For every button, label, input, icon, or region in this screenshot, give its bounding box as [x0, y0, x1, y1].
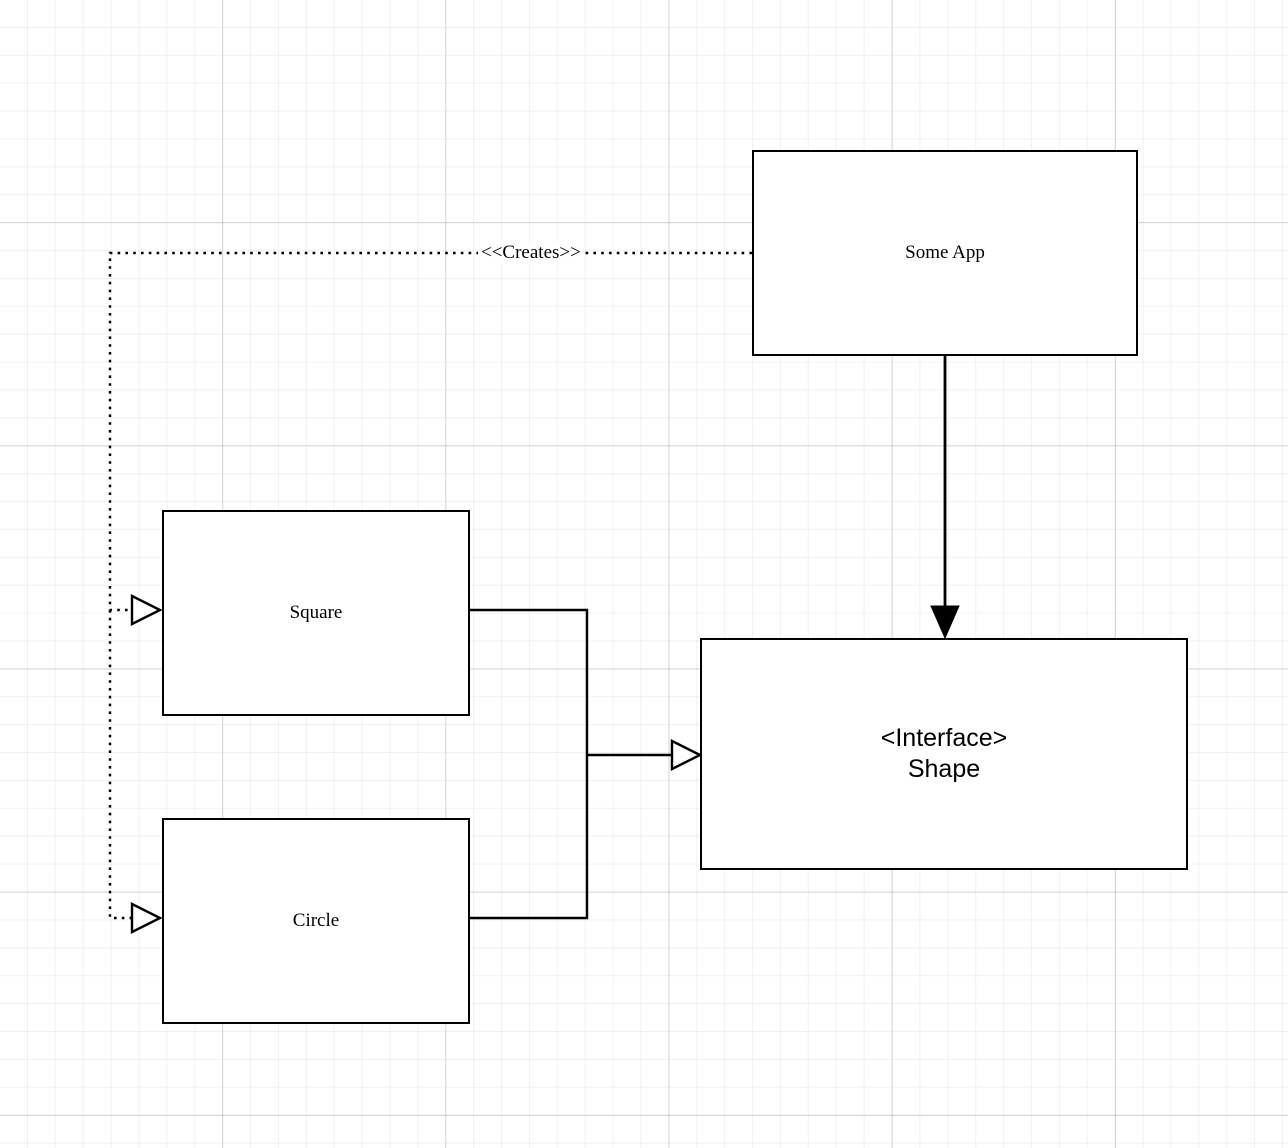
node-shape-interface-label: <Interface> Shape	[880, 723, 1008, 783]
edge-creates-square[interactable]	[108, 251, 752, 626]
node-square-label: Square	[289, 602, 343, 624]
edge-label-creates: <<Creates>>	[478, 242, 584, 264]
node-some-app[interactable]: Some App	[752, 150, 1138, 356]
node-some-app-label: Some App	[905, 242, 985, 264]
creates-square-arrowhead	[130, 594, 163, 626]
creates-circle-arrowhead	[130, 902, 163, 934]
edge-square-implements-shape[interactable]	[470, 608, 589, 755]
node-circle[interactable]: Circle	[162, 818, 470, 1024]
square-implements-shape-line	[470, 608, 589, 755]
node-shape-interface[interactable]: <Interface> Shape	[700, 638, 1188, 870]
edge-generalization-trunk[interactable]	[587, 739, 703, 771]
some-app-uses-shape-arrowhead	[930, 605, 960, 640]
creates-circle-line	[108, 610, 140, 920]
generalization-trunk-arrowhead	[670, 739, 703, 771]
circle-implements-shape-line	[470, 755, 589, 920]
creates-square-line	[108, 251, 752, 612]
node-circle-label: Circle	[292, 910, 340, 932]
edge-creates-circle[interactable]	[108, 610, 163, 934]
edge-some-app-uses-shape[interactable]	[930, 356, 960, 640]
edge-circle-implements-shape[interactable]	[470, 755, 589, 920]
node-square[interactable]: Square	[162, 510, 470, 716]
